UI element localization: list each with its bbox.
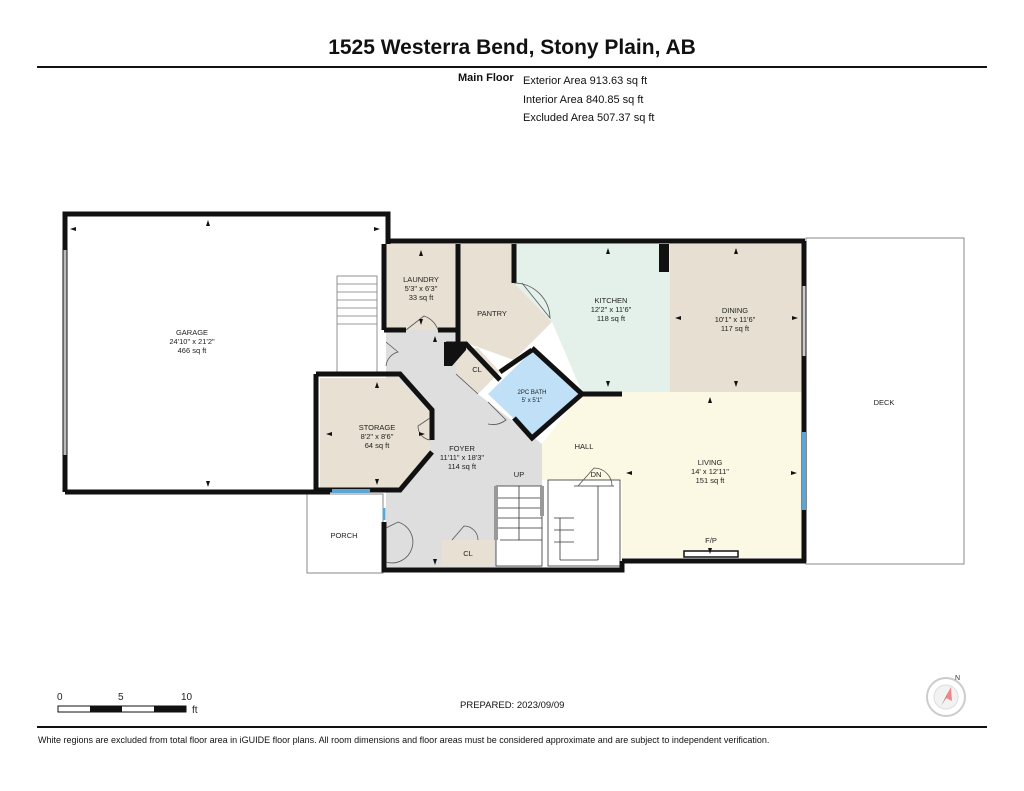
fireplace-label: F/P <box>705 536 717 545</box>
hall-name: HALL <box>575 442 594 451</box>
laundry-dims: 5'3" x 6'3" <box>405 284 438 293</box>
foyer-dims: 11'11" x 18'3" <box>440 453 485 462</box>
cl2-name: CL <box>463 549 473 558</box>
footer-rule <box>37 726 987 728</box>
storage-dims: 8'2" x 8'6" <box>361 432 394 441</box>
dining-area: 117 sq ft <box>721 324 750 333</box>
scale-bar: 0 5 10 ft <box>57 692 198 716</box>
deck-area <box>805 237 965 565</box>
page-title: 1525 Westerra Bend, Stony Plain, AB <box>328 36 696 59</box>
porch-area <box>306 493 384 574</box>
stairs-up-label: UP <box>514 470 524 479</box>
pantry-room <box>458 244 552 360</box>
bath-name: 2PC BATH <box>518 390 547 396</box>
storage-name: STORAGE <box>359 423 396 432</box>
dim-arrows <box>70 220 798 565</box>
cl1-closet <box>456 348 500 394</box>
garage-dims: 24'10" x 21'2" <box>169 337 215 346</box>
living-room <box>542 392 802 558</box>
scale-0: 0 <box>57 692 63 703</box>
storage-area: 64 sq ft <box>365 441 391 450</box>
garage-area: 466 sq ft <box>178 346 208 355</box>
scale-unit: ft <box>192 705 198 716</box>
floor-label: Main Floor <box>458 72 514 84</box>
cl2-closet <box>442 540 494 566</box>
foyer-area: 114 sq ft <box>448 462 477 471</box>
title-rule <box>37 66 987 68</box>
stair-rail <box>494 486 498 540</box>
dining-name: DINING <box>722 306 748 315</box>
excluded-area: Excluded Area 507.37 sq ft <box>523 112 655 124</box>
foyer-name: FOYER <box>449 444 475 453</box>
kitchen-area: 118 sq ft <box>597 314 626 323</box>
storage-room <box>320 378 430 490</box>
scale-5: 5 <box>118 692 124 703</box>
footer-disclaimer: White regions are excluded from total fl… <box>38 735 770 745</box>
dining-dims: 10'1" x 11'6" <box>715 315 756 324</box>
kitchen-name: KITCHEN <box>595 296 628 305</box>
cl1-name: CL <box>472 365 482 374</box>
stairs-down <box>547 479 621 567</box>
deck-name: DECK <box>874 398 895 407</box>
dining-room <box>670 244 802 392</box>
stairs-down-label: DN <box>591 470 602 479</box>
living-area: 151 sq ft <box>696 476 726 485</box>
garage-steps <box>336 275 378 375</box>
exterior-area: Exterior Area 913.63 sq ft <box>523 75 648 87</box>
porch-name: PORCH <box>330 531 357 540</box>
laundry-area: 33 sq ft <box>409 293 435 302</box>
laundry-name: LAUNDRY <box>403 275 439 284</box>
cl1-wall-block <box>444 342 466 366</box>
interior-area: Interior Area 840.85 sq ft <box>523 93 644 106</box>
kitchen-dims: 12'2" x 11'6" <box>591 305 632 314</box>
laundry-room <box>386 244 456 330</box>
bath-room <box>488 351 578 436</box>
living-dims: 14' x 12'11" <box>691 467 729 476</box>
kitchen-room <box>514 244 670 392</box>
scale-10: 10 <box>181 692 193 703</box>
stairs-up <box>495 485 543 567</box>
living-name: LIVING <box>698 458 723 467</box>
kitchen-column <box>659 244 669 272</box>
prepared-date: PREPARED: 2023/09/09 <box>460 700 565 711</box>
compass-icon: N <box>926 675 966 717</box>
garage-name: GARAGE <box>176 328 208 337</box>
fireplace <box>683 550 739 558</box>
pantry-name: PANTRY <box>477 309 507 318</box>
compass-north: N <box>955 675 960 682</box>
bath-dims: 5' x 5'1" <box>522 398 543 404</box>
stair-rail-2 <box>540 486 544 516</box>
area-summary: Exterior Area 913.63 sq ft Interior Area… <box>523 72 654 128</box>
